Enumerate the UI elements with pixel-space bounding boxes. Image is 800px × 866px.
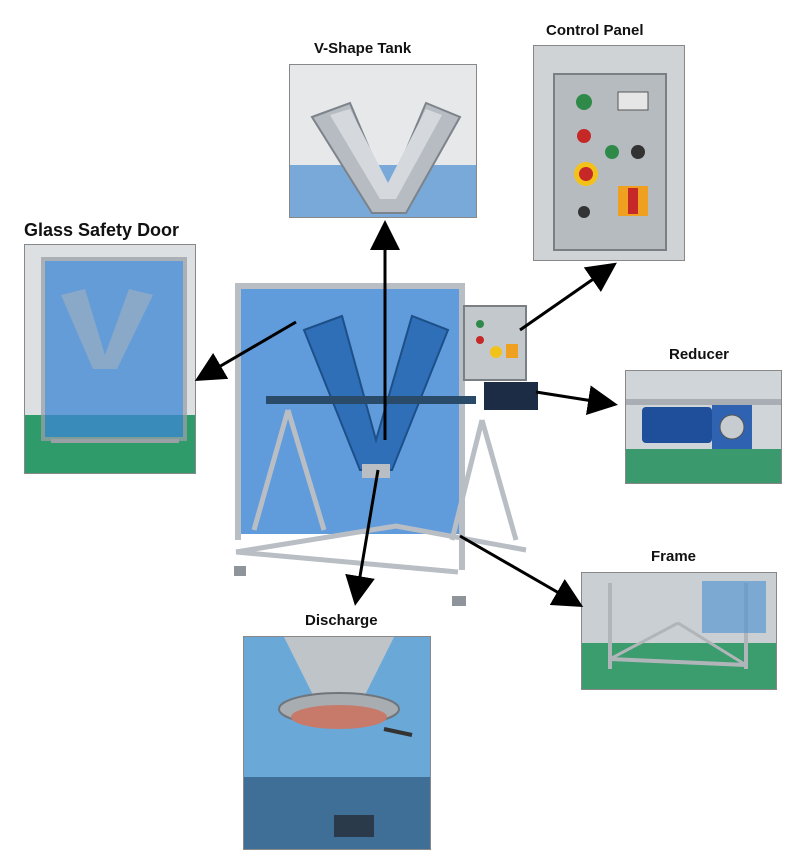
v-shape-tank-photo [289, 64, 477, 218]
label-control-panel: Control Panel [546, 22, 644, 39]
discharge-photo [243, 636, 431, 850]
v-mixer-machine [226, 270, 542, 610]
glass-safety-door-photo [24, 244, 196, 474]
label-frame: Frame [651, 548, 697, 565]
reducer-photo [625, 370, 782, 484]
frame-photo [581, 572, 777, 690]
label-glass-safety-door: Glass Safety Door [24, 220, 180, 240]
control-panel-photo [533, 45, 685, 261]
label-reducer: Reducer [669, 346, 730, 363]
label-discharge: Discharge [305, 612, 378, 629]
label-v-shape-tank: V-Shape Tank [314, 40, 412, 57]
